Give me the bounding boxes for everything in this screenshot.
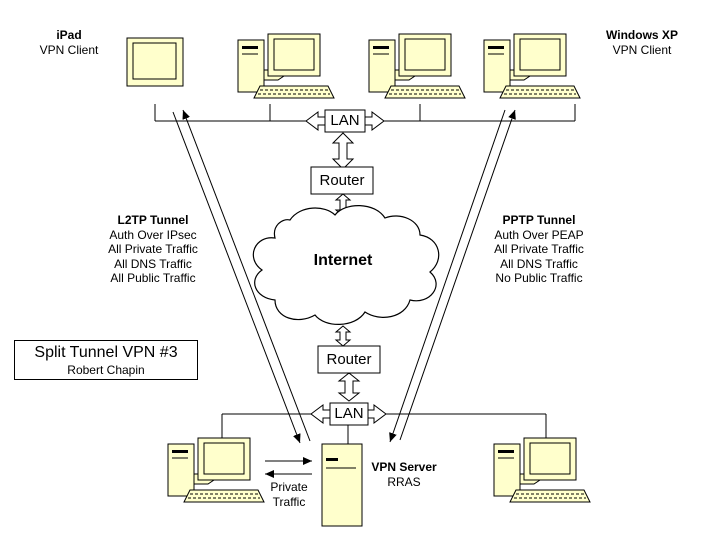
ipad-role: VPN Client <box>39 42 99 57</box>
lan-bottom-label: LAN <box>334 405 364 422</box>
desktop-top-2 <box>368 33 466 99</box>
l2tp-line-4: All Public Traffic <box>110 271 196 285</box>
router-top-box <box>310 166 374 195</box>
router-to-lan-arrow <box>337 372 361 402</box>
winxp-label: Windows XP VPN Client <box>596 28 688 57</box>
l2tp-line-1: Auth Over IPsec <box>109 227 197 242</box>
pptp-tunnel-line-1 <box>389 109 506 443</box>
top-lan-backbone <box>154 104 576 122</box>
ipad-name: iPad <box>56 28 82 42</box>
vpn-server-tower <box>321 443 363 527</box>
vpn-server-name: VPN Server <box>371 460 437 474</box>
desktop-bottom-left <box>167 437 265 503</box>
pptp-tunnel-label: PPTP Tunnel Auth Over PEAP All Private T… <box>484 213 594 286</box>
l2tp-name: L2TP Tunnel <box>117 213 189 227</box>
pptp-line-1: Auth Over PEAP <box>494 227 584 242</box>
desktop-top-1 <box>237 33 335 99</box>
private-traffic-label: Private Traffic <box>260 480 318 509</box>
pptp-line-2: All Private Traffic <box>494 242 584 256</box>
pptp-line-3: All DNS Traffic <box>500 256 578 271</box>
pptp-name: PPTP Tunnel <box>502 213 576 227</box>
desktop-bottom-right <box>493 437 591 503</box>
lan-bottom-hub <box>310 402 387 426</box>
lan-top-hub <box>305 109 385 133</box>
router-bottom-label: Router <box>326 351 372 368</box>
ipad-client <box>126 37 184 87</box>
router-top-label: Router <box>319 172 365 189</box>
bottom-lan-backbone <box>221 413 547 444</box>
l2tp-tunnel-label: L2TP Tunnel Auth Over IPsec All Private … <box>98 213 208 286</box>
router-bottom-box <box>317 345 381 374</box>
lan-to-router-arrow <box>332 132 354 170</box>
private-traffic-line-2: Traffic <box>272 494 306 509</box>
vpn-server-role: RRAS <box>387 474 421 489</box>
pptp-tunnel-line-2 <box>399 109 516 441</box>
diagram-title-box: Split Tunnel VPN #3 Robert Chapin <box>14 340 198 380</box>
l2tp-tunnel-line-2 <box>182 109 311 442</box>
ipad-label: iPad VPN Client <box>30 28 108 57</box>
vpn-server-label: VPN Server RRAS <box>364 460 444 489</box>
l2tp-tunnel-line-1 <box>172 111 301 444</box>
lan-top-label: LAN <box>330 112 360 129</box>
diagram-title: Split Tunnel VPN #3 <box>34 344 178 361</box>
diagram-author: Robert Chapin <box>67 363 145 377</box>
winxp-role: VPN Client <box>612 42 672 57</box>
winxp-client <box>483 33 581 99</box>
internet-to-router-arrow <box>334 325 352 347</box>
l2tp-line-2: All Private Traffic <box>108 242 198 256</box>
internet-label: Internet <box>313 252 373 269</box>
private-traffic-line-1: Private <box>270 480 308 494</box>
internet-cloud <box>252 205 440 325</box>
winxp-name: Windows XP <box>606 28 678 42</box>
l2tp-line-3: All DNS Traffic <box>114 256 192 271</box>
pptp-line-4: No Public Traffic <box>495 271 583 285</box>
